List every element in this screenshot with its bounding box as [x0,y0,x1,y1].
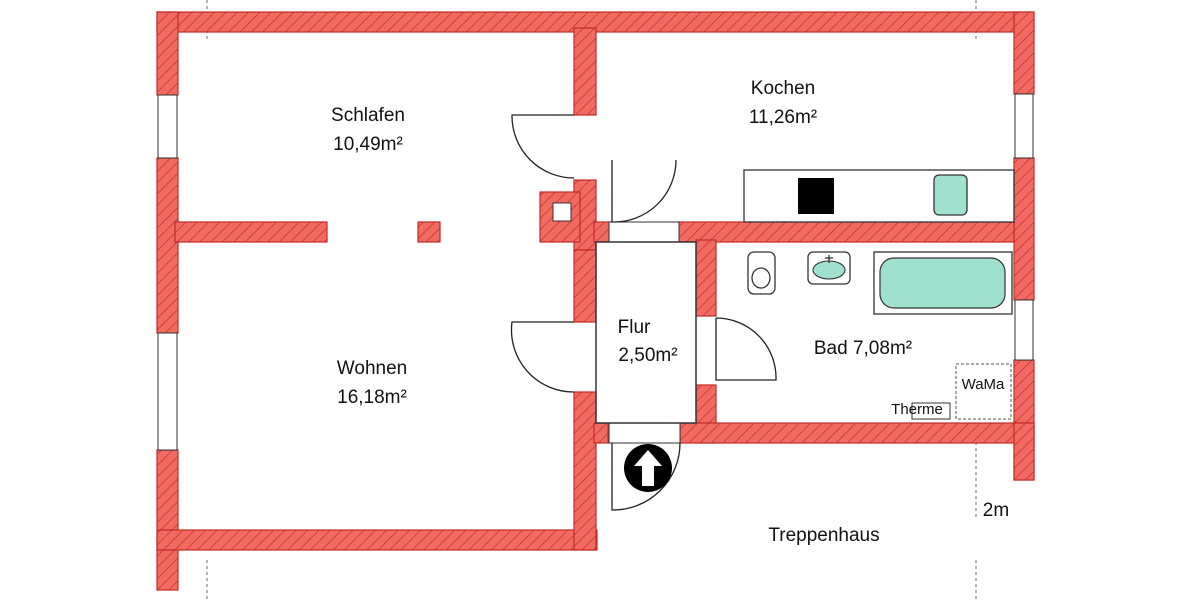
toilet-icon [747,251,776,295]
room-name-schlafen: Schlafen [331,105,405,126]
washbasin-icon [807,251,851,285]
bath-fixtures [747,251,1013,420]
stove-icon [798,178,834,214]
wama-label: WaMa [962,376,1005,393]
treppenhaus-label: Treppenhaus [768,525,879,546]
room-name-bad: Bad 7,08m² [814,338,912,359]
doors [510,114,777,511]
room-name-flur: Flur [618,317,651,338]
room-area-flur: 2,50m² [618,345,677,366]
wama-box [955,363,1012,420]
kitchen-counter [743,169,1015,223]
entrance-arrow-icon [624,444,672,492]
kitchen-sink-icon [933,174,968,216]
bathtub-icon [873,251,1013,315]
room-name-wohnen: Wohnen [337,358,407,379]
flur-outline [595,241,697,424]
windows [157,93,1034,451]
room-area-wohnen: 16,18m² [337,387,407,408]
therme-label: Therme [891,401,943,418]
therme-box [911,402,951,420]
scale-label: 2m [983,500,1009,521]
room-name-kochen: Kochen [751,78,815,99]
room-area-kochen: 11,26m² [749,107,817,128]
walls [156,11,1035,591]
room-area-schlafen: 10,49m² [333,134,403,155]
